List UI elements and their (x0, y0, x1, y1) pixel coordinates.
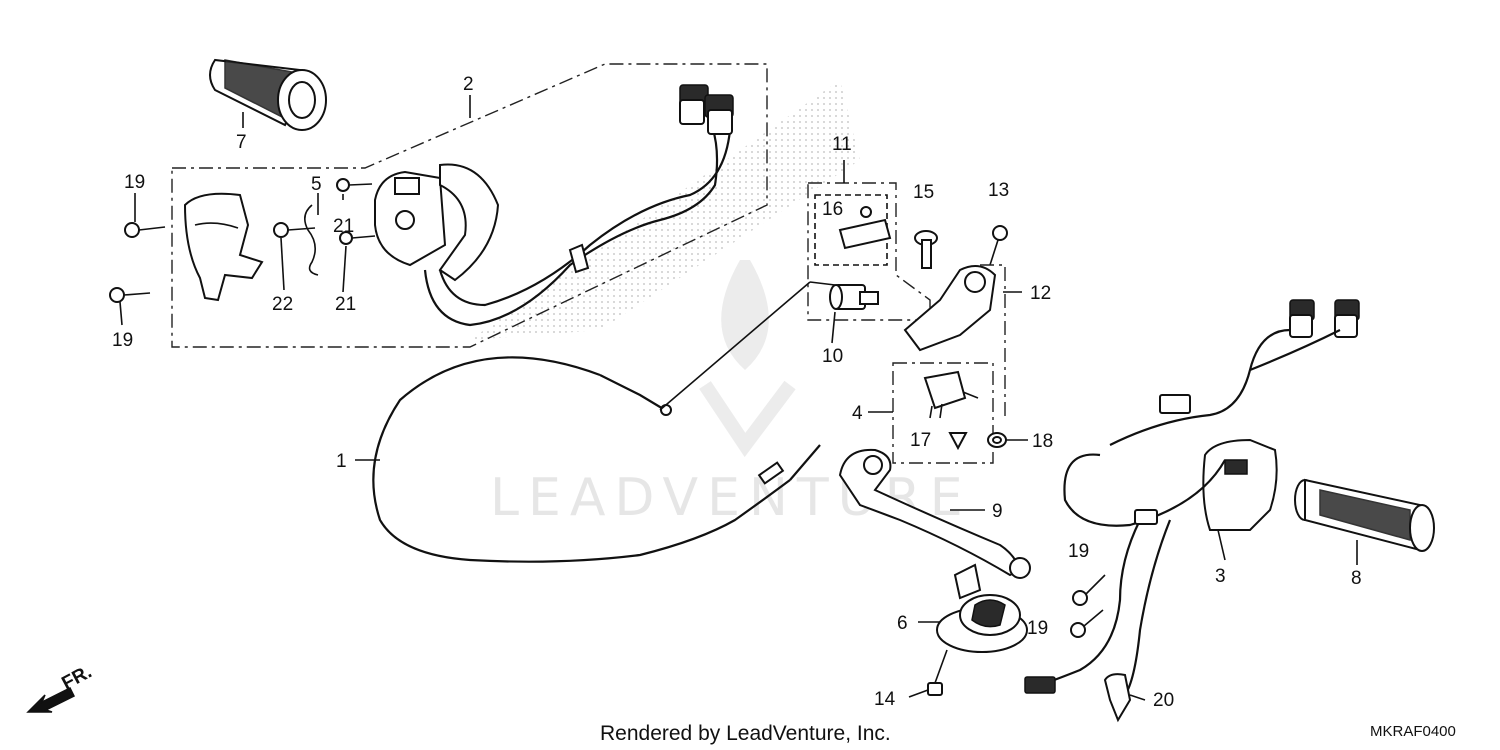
bolt-part-13 (989, 225, 1008, 266)
callout-19-bottom: 19 (112, 330, 133, 351)
screw-19-right-bottom (1070, 609, 1104, 638)
right-switch-part-3 (1039, 299, 1360, 696)
dotted-shade (470, 80, 860, 340)
callout-11: 11 (832, 134, 852, 155)
grip-right-part-8 (1294, 478, 1435, 552)
horn-part-6 (936, 563, 1028, 653)
callout-4: 4 (852, 403, 863, 424)
connector-part-20 (1103, 673, 1132, 723)
nut-part-18 (987, 432, 1007, 448)
callout-21-top: 21 (333, 216, 354, 237)
callout-5: 5 (311, 174, 322, 195)
leader-lines (119, 95, 1358, 701)
callout-20: 20 (1153, 690, 1174, 711)
clutch-switch-part-4 (923, 370, 979, 419)
callout-6: 6 (897, 613, 908, 634)
diagram-code: MKRAF0400 (1370, 723, 1456, 740)
group-boundary-16 (814, 194, 888, 266)
adjuster-part-10 (829, 284, 879, 310)
lever-bracket-part-12 (903, 264, 1006, 420)
screw-19-right-top (1072, 574, 1106, 606)
callout-18: 18 (1032, 431, 1053, 452)
screw-21-top (336, 178, 373, 192)
clip-part-5 (304, 204, 319, 276)
group-boundary-4 (892, 362, 994, 464)
clutch-lever-part-9 (838, 448, 1031, 579)
group-boundary-11 (807, 182, 931, 321)
cover-left (183, 192, 264, 302)
callout-2: 2 (463, 74, 474, 95)
callout-10: 10 (822, 346, 843, 367)
screw-19-bottom (109, 287, 151, 303)
clutch-cable-part-1 (372, 356, 821, 563)
callout-21-bottom: 21 (335, 294, 356, 315)
group-boundary-2 (171, 63, 768, 348)
callout-8: 8 (1351, 568, 1362, 589)
callout-13: 13 (988, 180, 1009, 201)
switch-bracket-part-11 (838, 206, 892, 250)
grip-left-part-7 (209, 58, 327, 131)
screw-22 (273, 222, 316, 238)
bolt-part-14 (927, 649, 948, 696)
switch-housing-part-2 (374, 84, 734, 327)
callout-19-right-bottom: 19 (1027, 618, 1048, 639)
callouts: 7 2 19 19 5 21 21 22 11 16 15 13 12 10 4… (112, 74, 1362, 711)
screw-21-bottom (339, 231, 376, 245)
callout-16: 16 (822, 199, 843, 220)
callout-19-top: 19 (124, 172, 145, 193)
callout-17: 17 (910, 430, 931, 451)
callout-9: 9 (992, 501, 1003, 522)
screw-19-top (124, 222, 166, 238)
callout-1: 1 (336, 451, 347, 472)
front-direction-arrow: FR. (26, 662, 95, 713)
callout-22: 22 (272, 294, 293, 315)
callout-14: 14 (874, 689, 896, 710)
direction-label: FR. (58, 662, 95, 695)
bolt-part-15 (914, 230, 938, 269)
callout-15: 15 (913, 182, 934, 203)
callout-3: 3 (1215, 566, 1226, 587)
screw-part-17 (948, 432, 968, 451)
callout-19-right-top: 19 (1068, 541, 1089, 562)
callout-7: 7 (236, 132, 247, 153)
callout-12: 12 (1030, 283, 1051, 304)
connector-end (1024, 676, 1056, 694)
credit-text: Rendered by LeadVenture, Inc. (600, 722, 891, 745)
